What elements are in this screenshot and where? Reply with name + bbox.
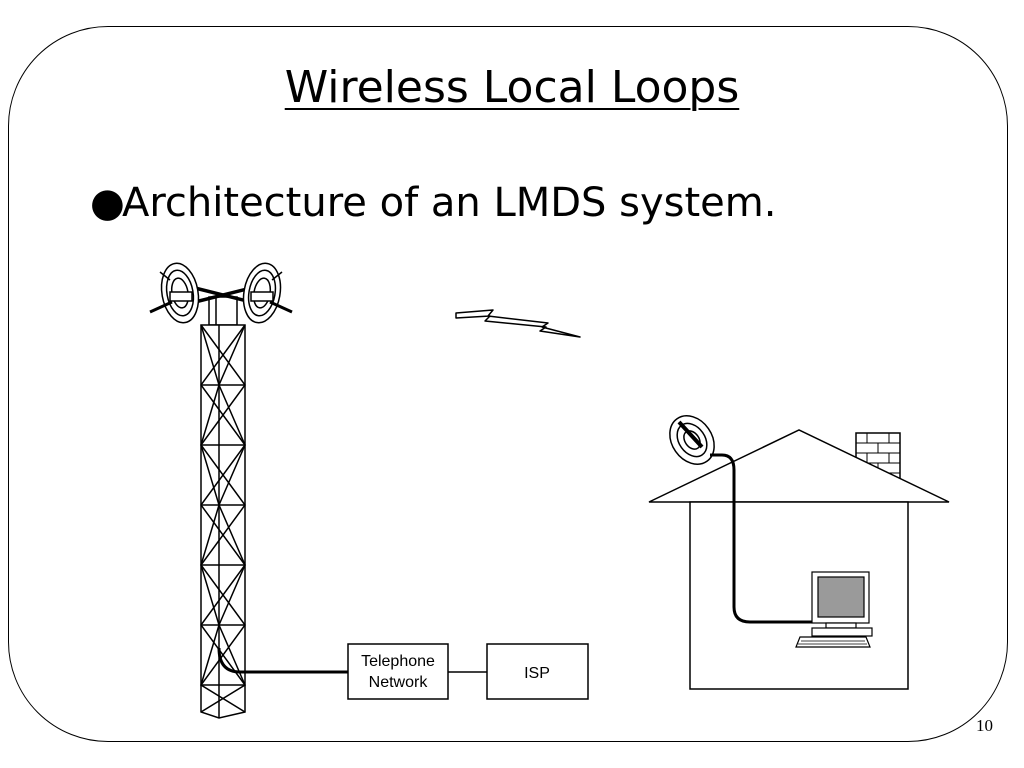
page-number: 10 (976, 716, 993, 735)
bullet-item: ●Architecture of an LMDS system. (90, 180, 776, 226)
telephone-network-label-line1: Telephone (361, 653, 435, 670)
home-cable (710, 453, 822, 624)
house (648, 429, 950, 690)
telephone-network-label-line2: Network (369, 674, 429, 691)
bullet-text: Architecture of an LMDS system. (122, 180, 777, 226)
tower-dish-antenna-left (149, 262, 200, 324)
slide-title: Wireless Local Loops (284, 62, 740, 113)
cell-tower (182, 283, 264, 719)
tower-cable (217, 647, 348, 674)
telephone-network-box: Telephone Network (347, 643, 449, 700)
keyboard (795, 636, 871, 648)
computer (795, 571, 873, 648)
isp-box: ISP (486, 643, 589, 700)
computer-case (811, 627, 873, 637)
bullet-marker: ● (90, 180, 125, 226)
monitor-screen (817, 576, 865, 618)
house-wall (689, 501, 909, 690)
home-dish-antenna (669, 415, 715, 465)
slide-frame (8, 26, 1008, 742)
isp-label: ISP (524, 665, 550, 682)
wireless-signal-icon (455, 309, 581, 338)
tower-dish-antenna-right (242, 262, 293, 324)
